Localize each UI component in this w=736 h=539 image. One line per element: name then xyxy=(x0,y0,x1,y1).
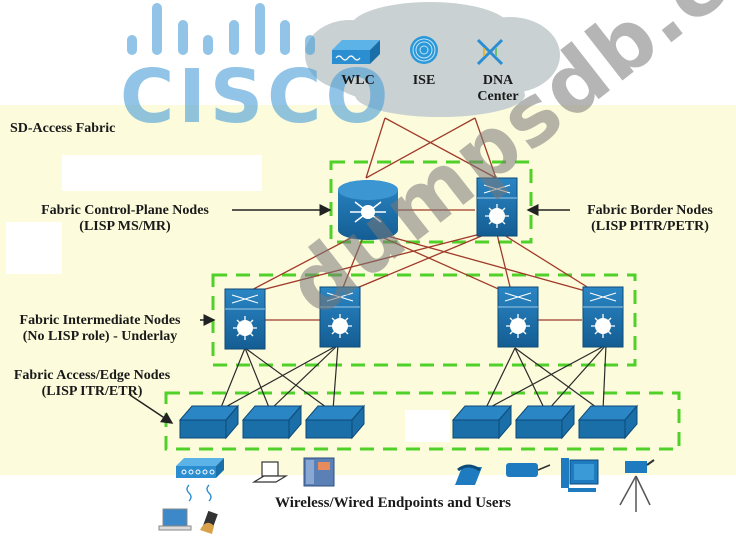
intermediate-switch-icon xyxy=(319,286,361,348)
edge-label: Fabric Access/Edge Nodes (LISP ITR/ETR) xyxy=(2,368,182,400)
telephone-icon xyxy=(455,464,482,485)
cloud-shape xyxy=(305,2,560,117)
border-label-line2: (LISP PITR/PETR) xyxy=(591,219,709,234)
laptop-icon xyxy=(158,508,192,531)
wireless-lan-controller-icon xyxy=(332,40,380,64)
link xyxy=(474,117,497,179)
blank-patch xyxy=(405,410,450,442)
edge-switch-icon xyxy=(304,404,366,440)
access-point-icon xyxy=(176,458,224,478)
edge-label-line1: Fabric Access/Edge Nodes xyxy=(13,368,171,383)
control-plane-label: Fabric Control-Plane Nodes (LISP MS/MR) xyxy=(20,203,230,235)
edge-switch-icon xyxy=(451,404,513,440)
link xyxy=(365,117,386,179)
intermediate-label-line1: Fabric Intermediate Nodes xyxy=(19,313,181,328)
cisco-logo-text: CISCO xyxy=(120,54,393,140)
border-label: Fabric Border Nodes (LISP PITR/PETR) xyxy=(570,203,730,235)
printer-icon xyxy=(506,463,551,477)
dna-label-line2: Center xyxy=(477,89,519,104)
wireless-signal-icon xyxy=(186,484,212,502)
fingerprint-icon xyxy=(410,36,438,64)
blank-patch xyxy=(6,222,62,274)
control-plane-label-line2: (LISP MS/MR) xyxy=(79,219,171,234)
intermediate-label: Fabric Intermediate Nodes (No LISP role)… xyxy=(2,313,198,345)
control-plane-label-line1: Fabric Control-Plane Nodes xyxy=(41,203,209,218)
endpoints-label: Wireless/Wired Endpoints and Users xyxy=(275,495,512,511)
arrow-edge xyxy=(129,394,174,424)
intermediate-switch-icon xyxy=(497,286,539,348)
edge-label-line2: (LISP ITR/ETR) xyxy=(41,384,143,399)
border-label-line1: Fabric Border Nodes xyxy=(587,203,713,218)
blank-patch xyxy=(62,155,262,191)
edge-switch-icon xyxy=(178,404,240,440)
intermediate-switch-icon xyxy=(582,286,624,348)
dna-center-icon xyxy=(476,38,504,66)
dna-label-line1: DNA xyxy=(482,73,514,88)
wlc-label: WLC xyxy=(341,73,375,88)
label-arrows xyxy=(129,204,570,424)
video-camera-icon xyxy=(619,459,655,512)
link xyxy=(384,117,497,179)
intermediate-label-line2: (No LISP role) - Underlay xyxy=(22,329,178,344)
edge-switch-icon xyxy=(241,404,303,440)
handheld-device-icon xyxy=(200,510,218,534)
edge-switches xyxy=(178,404,639,440)
control-plane-router-icon xyxy=(338,180,398,240)
fabric-title: SD-Access Fabric xyxy=(10,121,116,136)
edge-switch-icon xyxy=(514,404,576,440)
cloud-links xyxy=(365,117,497,179)
access-links xyxy=(219,344,607,411)
intermediate-switch-icon xyxy=(224,288,266,350)
ip-phone-icon xyxy=(303,457,335,487)
link xyxy=(365,117,476,179)
control-border-box xyxy=(329,160,533,244)
ise-label: ISE xyxy=(412,73,436,88)
core-links xyxy=(241,209,601,321)
dna-center-label: DNA Center xyxy=(468,73,528,105)
border-switch-icon xyxy=(476,177,518,237)
desktop-pc-icon xyxy=(561,458,599,492)
workstation-icon xyxy=(251,461,289,483)
edge-switch-icon xyxy=(577,404,639,440)
